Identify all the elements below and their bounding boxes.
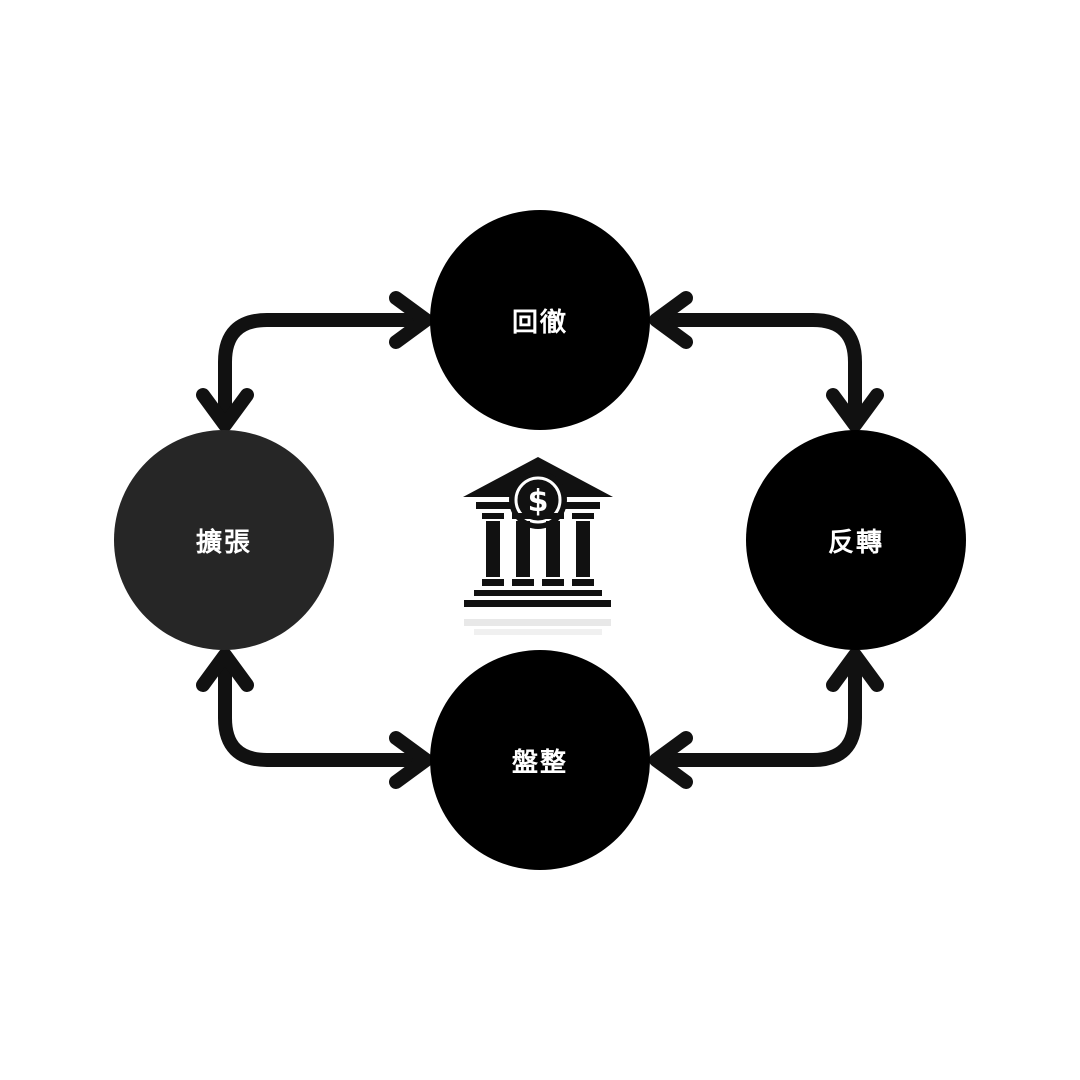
arrowhead-right <box>389 291 433 349</box>
phase-node-consolidation: 盤整 <box>430 650 650 870</box>
connector-consolidation-reversal <box>649 648 884 789</box>
bank-dollar-icon: $ <box>463 457 613 635</box>
svg-text:$: $ <box>528 484 549 519</box>
arrowhead-left <box>649 291 693 349</box>
arrowhead-left <box>649 731 693 789</box>
phase-node-reversal: 反轉 <box>746 430 966 650</box>
phase-label-expansion: 擴張 <box>195 527 252 558</box>
phase-label-reversal: 反轉 <box>827 527 884 558</box>
arrowhead-down <box>826 388 884 432</box>
arrowhead-up <box>826 648 884 692</box>
arrowhead-up <box>196 648 254 692</box>
connector-expansion-pullback <box>196 291 433 432</box>
phase-label-pullback: 回徹 <box>511 307 568 338</box>
arrowhead-down <box>196 388 254 432</box>
phase-label-consolidation: 盤整 <box>511 747 568 778</box>
connector-pullback-reversal <box>649 291 884 432</box>
phase-node-expansion: 擴張 <box>114 430 334 650</box>
phase-node-pullback: 回徹 <box>430 210 650 430</box>
arrowhead-right <box>389 731 433 789</box>
connector-expansion-consolidation <box>196 648 433 789</box>
